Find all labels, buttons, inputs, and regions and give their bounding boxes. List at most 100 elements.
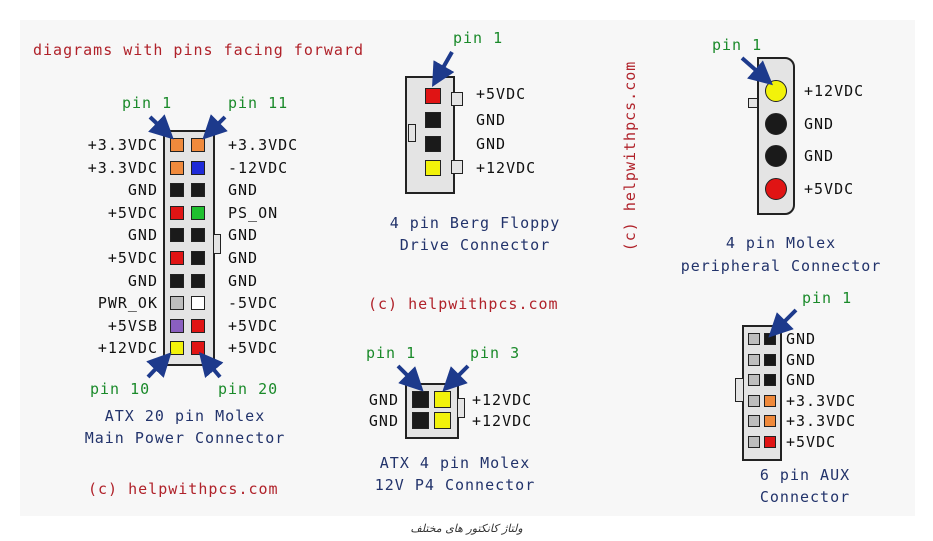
atx20-right-label: +5VDC bbox=[228, 317, 279, 335]
atx20-right-label: GND bbox=[228, 272, 259, 290]
atx20-pin-left-5 bbox=[170, 228, 184, 242]
atx20-pin-right-3 bbox=[191, 183, 205, 197]
aux-label: +5VDC bbox=[786, 433, 837, 451]
atx20-left-label: +12VDC bbox=[97, 339, 158, 357]
atx20-pin-left-7 bbox=[170, 274, 184, 288]
molex-latch bbox=[748, 98, 758, 108]
atx20-pin1-arrow bbox=[148, 114, 174, 140]
aux-pin-blank-2 bbox=[748, 354, 760, 366]
atx20-left-label: +5VSB bbox=[107, 317, 158, 335]
atx20-pin-right-4 bbox=[191, 206, 205, 220]
molex-title-line2: peripheral Connector bbox=[680, 257, 882, 275]
molex-title-line1: 4 pin Molex bbox=[725, 234, 837, 252]
p4-latch bbox=[457, 398, 465, 418]
aux-label: GND bbox=[786, 351, 817, 369]
atx20-pin-right-9 bbox=[191, 319, 205, 333]
aux-latch bbox=[735, 378, 744, 402]
aux-pin1-arrow bbox=[768, 308, 798, 338]
aux-title-line1: 6 pin AUX bbox=[759, 466, 851, 484]
molex-pin1-label: pin 1 bbox=[712, 36, 763, 54]
atx20-pin-right-6 bbox=[191, 251, 205, 265]
molex-pin-2 bbox=[765, 113, 787, 135]
aux-pin-5 bbox=[764, 415, 776, 427]
atx20-right-label: PS_ON bbox=[228, 204, 279, 222]
berg-pin1-arrow bbox=[432, 51, 455, 87]
atx20-pin-left-4 bbox=[170, 206, 184, 220]
atx20-right-label: -5VDC bbox=[228, 294, 279, 312]
aux-title-line2: Connector bbox=[759, 488, 851, 506]
berg-title-line1: 4 pin Berg Floppy bbox=[389, 214, 561, 232]
berg-notch bbox=[408, 124, 416, 142]
atx20-pin-right-1 bbox=[191, 138, 205, 152]
atx20-title-line1: ATX 20 pin Molex bbox=[104, 407, 266, 425]
atx20-pin-right-8 bbox=[191, 296, 205, 310]
berg-label: GND bbox=[476, 111, 507, 129]
molex-label: +5VDC bbox=[804, 180, 855, 198]
berg-title-line2: Drive Connector bbox=[399, 236, 551, 254]
aux-pin-blank-4 bbox=[748, 395, 760, 407]
berg-label: +5VDC bbox=[476, 85, 527, 103]
atx20-pin10-label: pin 10 bbox=[90, 380, 151, 398]
p4-right-label: +12VDC bbox=[472, 412, 533, 430]
atx20-right-label: GND bbox=[228, 249, 259, 267]
berg-label: +12VDC bbox=[476, 159, 537, 177]
atx20-latch bbox=[213, 234, 221, 254]
atx20-pin-left-2 bbox=[170, 161, 184, 175]
p4-pin3-label: pin 3 bbox=[470, 344, 521, 362]
molex-label: GND bbox=[804, 147, 835, 165]
atx20-copyright: (c) helpwithpcs.com bbox=[88, 480, 279, 498]
p4-title-line2: 12V P4 Connector bbox=[374, 476, 536, 494]
berg-tab-top bbox=[451, 92, 463, 106]
aux-pin1-label: pin 1 bbox=[802, 289, 853, 307]
p4-right-label: +12VDC bbox=[472, 391, 533, 409]
atx20-left-label: GND bbox=[127, 226, 158, 244]
atx20-right-label: -12VDC bbox=[228, 159, 289, 177]
atx20-right-label: +3.3VDC bbox=[228, 136, 299, 154]
aux-pin-blank-5 bbox=[748, 415, 760, 427]
atx20-pin10-arrow bbox=[146, 352, 172, 379]
p4-pin-left-2 bbox=[412, 412, 429, 429]
aux-pin-4 bbox=[764, 395, 776, 407]
atx20-left-label: +5VDC bbox=[107, 249, 158, 267]
aux-label: +3.3VDC bbox=[786, 392, 857, 410]
atx20-pin-left-10 bbox=[170, 341, 184, 355]
berg-pin-2 bbox=[425, 112, 441, 128]
atx20-pin-left-8 bbox=[170, 296, 184, 310]
aux-pin-6 bbox=[764, 436, 776, 448]
atx20-pin-left-9 bbox=[170, 319, 184, 333]
atx20-pin-right-7 bbox=[191, 274, 205, 288]
atx20-pin20-label: pin 20 bbox=[218, 380, 279, 398]
atx20-left-label: PWR_OK bbox=[97, 294, 158, 312]
aux-pin-blank-1 bbox=[748, 333, 760, 345]
molex-pin-3 bbox=[765, 145, 787, 167]
p4-pin-right-2 bbox=[434, 412, 451, 429]
p4-pin1-label: pin 1 bbox=[366, 344, 417, 362]
molex-pin-1 bbox=[765, 80, 787, 102]
berg-pin-1 bbox=[425, 88, 441, 104]
atx20-right-label: +5VDC bbox=[228, 339, 279, 357]
aux-label: GND bbox=[786, 371, 817, 389]
atx20-left-label: GND bbox=[127, 181, 158, 199]
atx20-pin-left-3 bbox=[170, 183, 184, 197]
atx20-right-label: GND bbox=[228, 226, 259, 244]
molex-label: +12VDC bbox=[804, 82, 865, 100]
p4-title-line1: ATX 4 pin Molex bbox=[379, 454, 531, 472]
diagram-header: diagrams with pins facing forward bbox=[33, 41, 365, 59]
berg-pin-3 bbox=[425, 136, 441, 152]
p4-left-label: GND bbox=[368, 391, 399, 409]
berg-pin1-label: pin 1 bbox=[453, 29, 504, 47]
atx20-pin-right-10 bbox=[191, 341, 205, 355]
atx20-pin20-arrow bbox=[198, 351, 224, 379]
aux-pin-3 bbox=[764, 374, 776, 386]
atx20-left-label: +3.3VDC bbox=[87, 136, 158, 154]
molex-label: GND bbox=[804, 115, 835, 133]
atx20-right-label: GND bbox=[228, 181, 259, 199]
p4-pin1-arrow bbox=[396, 364, 424, 392]
molex-pin1-arrow bbox=[740, 56, 774, 86]
atx20-pin-right-2 bbox=[191, 161, 205, 175]
image-caption: ولتاژ کانکتور های مختلف bbox=[410, 522, 523, 535]
berg-tab-bottom bbox=[451, 160, 463, 174]
berg-copyright: (c) helpwithpcs.com bbox=[368, 295, 559, 313]
aux-pin-blank-3 bbox=[748, 374, 760, 386]
